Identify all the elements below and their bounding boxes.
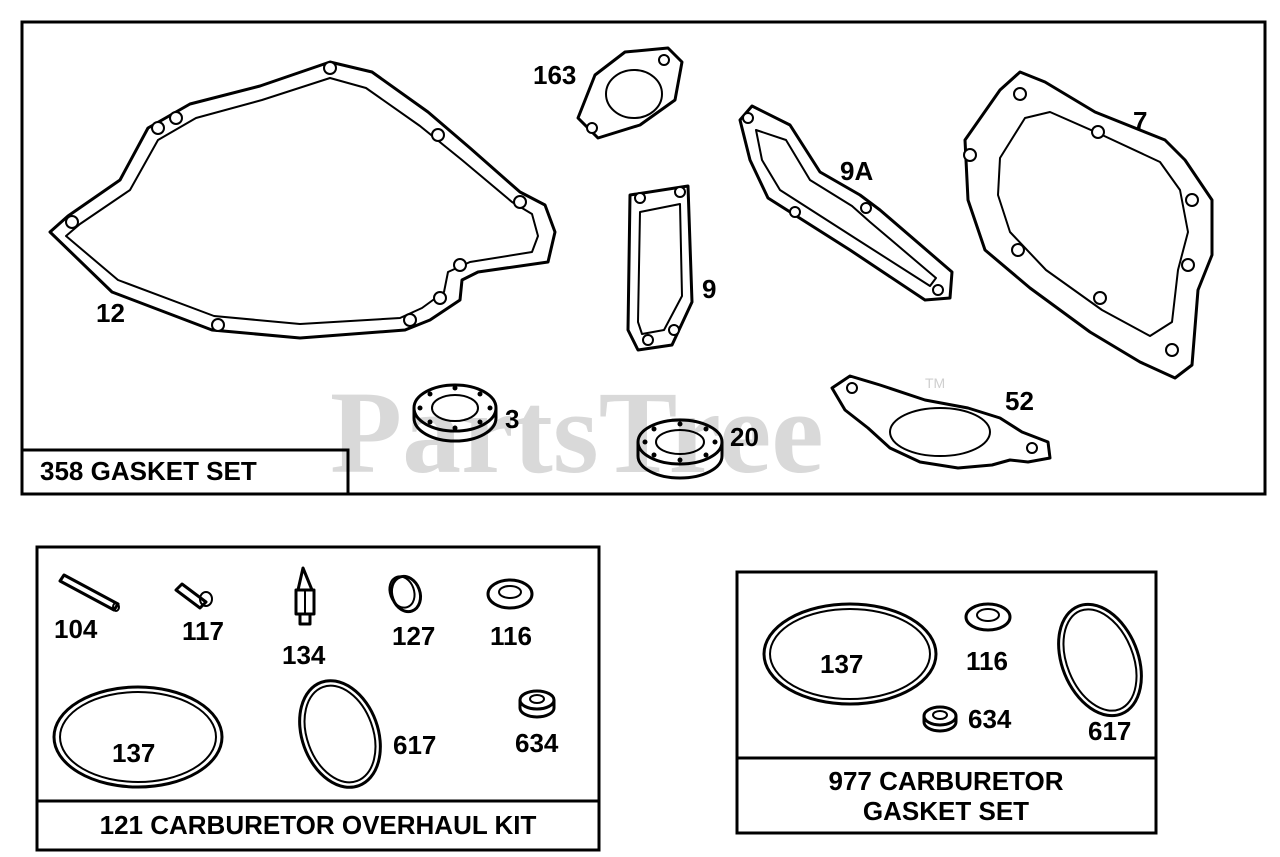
part-7-head-gasket[interactable] bbox=[963, 70, 1214, 380]
label-117: 117 bbox=[182, 616, 224, 646]
part-12-crankcase-gasket[interactable] bbox=[48, 60, 557, 340]
part-52-exhaust-gasket[interactable] bbox=[830, 374, 1052, 470]
part-163-flange-gasket[interactable] bbox=[576, 46, 684, 140]
label-12: 12 bbox=[96, 298, 125, 328]
label-9a: 9A bbox=[840, 156, 873, 186]
gasket-set-panel: 358 GASKET SET 12 163 9 bbox=[20, 20, 1267, 496]
label-20: 20 bbox=[730, 422, 759, 452]
part-116-washer[interactable] bbox=[486, 578, 534, 610]
watermark-text: PartsTree bbox=[330, 367, 824, 498]
label-617: 617 bbox=[393, 730, 436, 760]
part-116-washer-set[interactable] bbox=[964, 602, 1012, 632]
label-634: 634 bbox=[515, 728, 559, 758]
label-3: 3 bbox=[505, 404, 519, 434]
label-9: 9 bbox=[702, 274, 716, 304]
watermark-tm: TM bbox=[925, 375, 945, 391]
part-617-o-ring-set[interactable] bbox=[1043, 592, 1157, 728]
part-9-intake-gasket[interactable] bbox=[626, 184, 694, 352]
label-617-set: 617 bbox=[1088, 716, 1131, 746]
part-634-washer-set[interactable] bbox=[922, 705, 958, 733]
gasket-set-title-box bbox=[22, 448, 350, 494]
part-20-oil-seal[interactable] bbox=[636, 418, 724, 480]
part-617-o-ring[interactable] bbox=[285, 669, 394, 798]
label-137-set: 137 bbox=[820, 649, 863, 679]
part-9a-long-gasket[interactable] bbox=[738, 104, 954, 302]
label-134: 134 bbox=[282, 640, 326, 670]
carb-gasket-set-title-line1: 977 CARBURETOR bbox=[828, 766, 1063, 796]
overhaul-kit-frame bbox=[35, 545, 601, 852]
part-134-needle-valve[interactable] bbox=[294, 566, 316, 626]
part-117-bushing[interactable] bbox=[174, 582, 213, 610]
part-634-washer[interactable] bbox=[518, 689, 556, 719]
part-104-pin[interactable] bbox=[58, 573, 120, 612]
gasket-set-frame bbox=[20, 20, 1267, 496]
label-7: 7 bbox=[1133, 106, 1147, 136]
label-52: 52 bbox=[1005, 386, 1034, 416]
carb-gasket-set-frame bbox=[735, 570, 1158, 835]
label-634-set: 634 bbox=[968, 704, 1012, 734]
label-163: 163 bbox=[533, 60, 576, 90]
part-137-o-ring[interactable] bbox=[52, 685, 224, 789]
overhaul-kit-title: 121 CARBURETOR OVERHAUL KIT bbox=[100, 810, 537, 840]
watermark: PartsTree TM bbox=[330, 367, 945, 498]
label-116-set: 116 bbox=[966, 646, 1008, 676]
label-104: 104 bbox=[54, 614, 98, 644]
part-3-oil-seal[interactable] bbox=[412, 383, 498, 443]
carb-gasket-set-title-line2: GASKET SET bbox=[863, 796, 1029, 826]
gasket-set-title: 358 GASKET SET bbox=[40, 456, 257, 486]
overhaul-kit-panel: 121 CARBURETOR OVERHAUL KIT 104 117 134 … bbox=[35, 545, 601, 852]
label-137: 137 bbox=[112, 738, 155, 768]
part-137-o-ring-set[interactable] bbox=[762, 602, 938, 706]
label-116: 116 bbox=[490, 621, 532, 651]
carb-gasket-set-panel: 977 CARBURETOR GASKET SET 137 116 634 61… bbox=[735, 570, 1158, 835]
label-127: 127 bbox=[392, 621, 435, 651]
part-127-welch-plug[interactable] bbox=[385, 572, 425, 615]
